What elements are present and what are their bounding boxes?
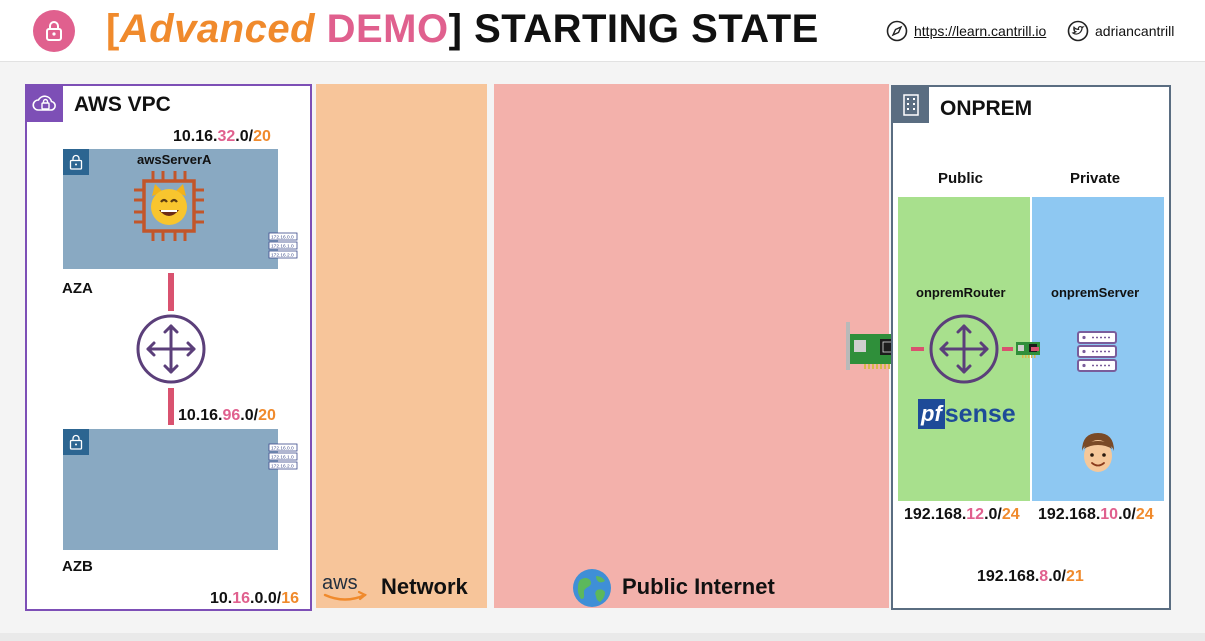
aws-logo-icon: aws (320, 570, 370, 606)
twitter-link[interactable]: adriancantrill (1067, 20, 1174, 42)
lock-logo-icon (33, 10, 75, 52)
course-link[interactable]: https://learn.cantrill.io (886, 20, 1046, 42)
vpc-title: AWS VPC (74, 93, 171, 116)
vpc-router-icon[interactable] (135, 313, 207, 385)
aws-server-a-label: awsServerA (137, 152, 212, 167)
lock-icon (63, 429, 89, 455)
subnet-b-cidr: 10.16.96.0/20 (178, 407, 276, 424)
server-icon[interactable] (1075, 329, 1119, 373)
aws-network-label: Network (381, 574, 468, 599)
course-url[interactable]: https://learn.cantrill.io (914, 23, 1047, 39)
azb-label: AZB (62, 558, 93, 575)
onprem-private-subnet: onpremServer (1032, 197, 1164, 501)
public-internet-label: Public Internet (622, 574, 775, 599)
globe-icon (572, 568, 612, 608)
route-table-icon: 172.16.0.0 172.16.1.0 172.16.2.0 (268, 231, 298, 261)
twitter-icon (1067, 20, 1089, 42)
subnet-b: 172.16.0.0 172.16.1.0 172.16.2.0 (63, 429, 298, 550)
vpc-cloud-icon (27, 86, 63, 122)
route-table-row: 172.16.0.0 (271, 234, 294, 240)
lock-icon (63, 149, 89, 175)
route-table-row: 172.16.1.0 (271, 454, 294, 460)
onprem-router-icon[interactable] (928, 313, 1000, 385)
router-link-line (1031, 347, 1039, 351)
aws-vpc-container: AWS VPC 10.16.32.0/20 awsServerA (25, 84, 312, 611)
ec2-instance-cat-icon[interactable] (133, 170, 205, 242)
public-subnet-label: Public (938, 170, 984, 187)
header-bar: [Advanced DEMO] STARTING STATE https://l… (0, 0, 1205, 62)
router-link-line (1002, 347, 1013, 351)
route-table-row: 172.16.2.0 (271, 252, 294, 258)
footer-strip (0, 633, 1205, 641)
subnet-a-cidr: 10.16.32.0/20 (173, 128, 271, 145)
onprem-server-label: onpremServer (1051, 285, 1140, 300)
private-subnet-label: Private (1070, 170, 1121, 187)
compass-icon (886, 20, 908, 42)
onprem-private-cidr: 192.168.10.0/24 (1038, 506, 1154, 523)
subnet-a: awsServerA (63, 149, 298, 269)
onprem-title: ONPREM (940, 97, 1033, 120)
onprem-cidr: 192.168.8.0/21 (977, 568, 1084, 585)
route-table-icon: 172.16.0.0 172.16.1.0 172.16.2.0 (268, 442, 298, 472)
vpc-cidr: 10.16.0.0/16 (210, 590, 299, 607)
route-table-row: 172.16.2.0 (271, 463, 294, 469)
router-link-line (911, 347, 924, 351)
onprem-router-label: onpremRouter (916, 285, 1006, 300)
user-avatar-icon (1076, 431, 1120, 481)
route-table-row: 172.16.0.0 (271, 445, 294, 451)
route-table-row: 172.16.1.0 (271, 243, 294, 249)
page-title: [Advanced DEMO] STARTING STATE (106, 7, 819, 51)
twitter-handle[interactable]: adriancantrill (1095, 23, 1175, 39)
aza-label: AZA (62, 280, 93, 297)
aws-network-zone: aws Network (316, 84, 487, 608)
onprem-public-cidr: 192.168.12.0/24 (904, 506, 1020, 523)
building-icon (893, 87, 929, 123)
public-internet-zone: Public Internet (494, 84, 889, 608)
vpc-link-line (168, 273, 174, 311)
vpc-link-line (168, 388, 174, 425)
svg-text:aws: aws (322, 572, 358, 594)
